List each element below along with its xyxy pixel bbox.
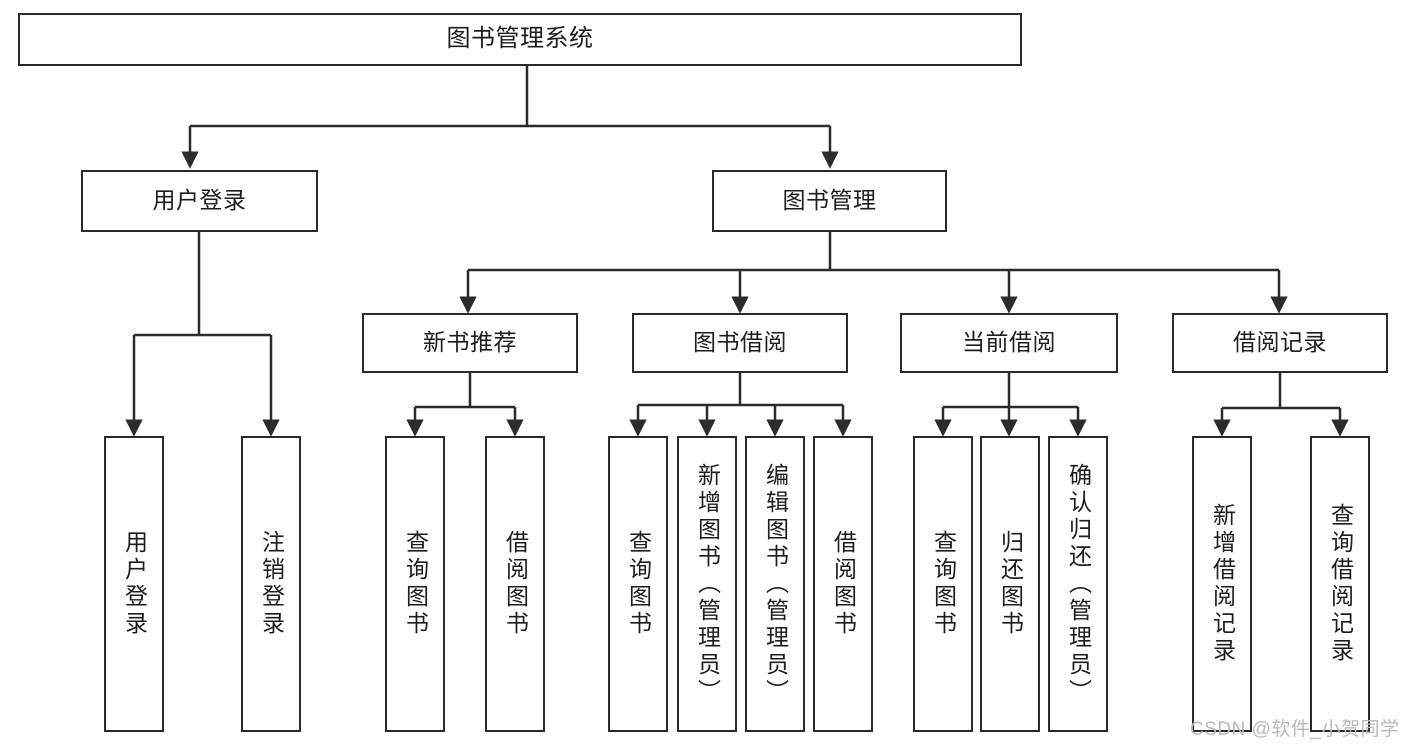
leaf-new-book-borrow[interactable]: 借阅图书 <box>485 436 545 732</box>
node-label: 借阅记录 <box>1233 329 1327 356</box>
node-label: 注销登录 <box>258 530 285 638</box>
node-label: 图书管理 <box>782 187 877 214</box>
node-label: 查询借阅记录 <box>1327 503 1354 665</box>
node-label: 查询图书 <box>930 530 957 638</box>
leaf-new-book-query[interactable]: 查询图书 <box>385 436 445 732</box>
leaf-current-borrow-return[interactable]: 归还图书 <box>980 436 1040 732</box>
node-label: 确认归还（管理员） <box>1065 462 1092 706</box>
node-user-login[interactable]: 用户登录 <box>81 170 318 232</box>
node-label: 编辑图书（管理员） <box>762 462 789 706</box>
leaf-borrow-record-query[interactable]: 查询借阅记录 <box>1310 436 1370 732</box>
node-label: 归还图书 <box>997 530 1024 638</box>
leaf-book-borrow-edit[interactable]: 编辑图书（管理员） <box>745 436 805 732</box>
node-label: 新增图书（管理员） <box>694 462 721 706</box>
leaf-current-borrow-confirm-return[interactable]: 确认归还（管理员） <box>1048 436 1108 732</box>
node-book-borrow[interactable]: 图书借阅 <box>632 313 848 373</box>
leaf-user-login-signin[interactable]: 用户登录 <box>104 436 164 732</box>
node-book-management[interactable]: 图书管理 <box>712 170 947 232</box>
node-label: 用户登录 <box>121 530 148 638</box>
node-label: 图书管理系统 <box>446 25 594 53</box>
node-root-system[interactable]: 图书管理系统 <box>18 13 1022 66</box>
node-label: 用户登录 <box>152 187 247 214</box>
node-new-book-recommend[interactable]: 新书推荐 <box>362 313 578 373</box>
leaf-book-borrow-query[interactable]: 查询图书 <box>608 436 668 732</box>
node-label: 当前借阅 <box>962 329 1056 356</box>
node-borrow-record[interactable]: 借阅记录 <box>1172 313 1388 373</box>
leaf-borrow-record-add[interactable]: 新增借阅记录 <box>1192 436 1252 732</box>
node-label: 新增借阅记录 <box>1209 503 1236 665</box>
node-label: 新书推荐 <box>423 329 517 356</box>
node-current-borrow[interactable]: 当前借阅 <box>900 313 1118 373</box>
node-label: 查询图书 <box>402 530 429 638</box>
leaf-current-borrow-query[interactable]: 查询图书 <box>913 436 973 732</box>
node-label: 借阅图书 <box>830 530 857 638</box>
leaf-book-borrow-add[interactable]: 新增图书（管理员） <box>677 436 737 732</box>
csdn-watermark: CSDN @软件_小贺同学 <box>1190 719 1400 740</box>
leaf-user-login-signout[interactable]: 注销登录 <box>241 436 301 732</box>
node-label: 图书借阅 <box>693 329 787 356</box>
node-label: 查询图书 <box>625 530 652 638</box>
node-label: 借阅图书 <box>502 530 529 638</box>
leaf-book-borrow-lend[interactable]: 借阅图书 <box>813 436 873 732</box>
